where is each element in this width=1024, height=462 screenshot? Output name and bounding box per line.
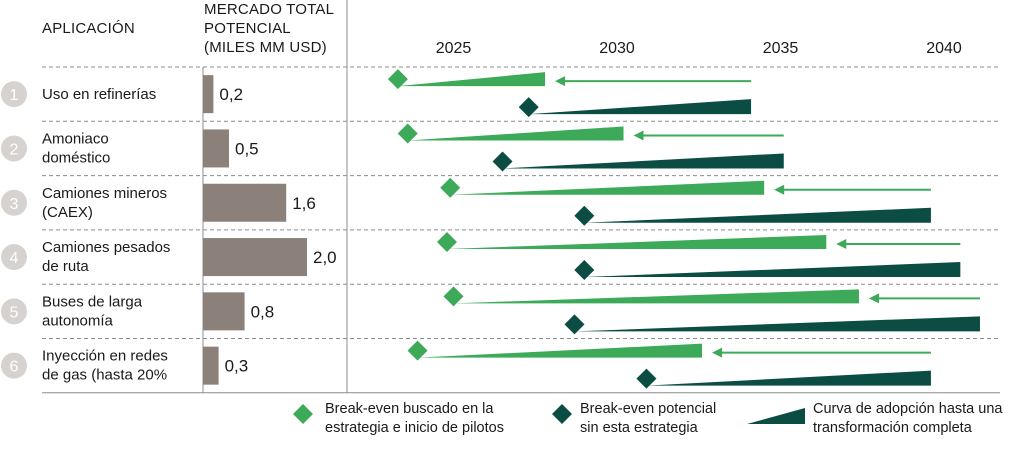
market-bar	[203, 292, 245, 331]
potential-breakeven-diamond	[564, 314, 585, 335]
legend: Break-even buscado en la estrategia e in…	[293, 401, 1003, 436]
target-breakeven-diamond	[440, 177, 461, 198]
row-number: 3	[10, 196, 19, 213]
row-5: 5 Buses de larga autonomía 0,8	[1, 286, 1000, 339]
row-label-line: Camiones mineros	[42, 185, 167, 202]
legend-text-green-line-1: Break-even buscado en la	[325, 401, 494, 417]
year-tick-2030: 2030	[599, 40, 635, 57]
potential-breakeven-diamond	[574, 260, 595, 281]
row-number-circle	[1, 298, 27, 325]
row-number-circle	[1, 135, 27, 162]
potential-breakeven-diamond	[636, 368, 657, 389]
market-value-label: 0,8	[251, 302, 275, 321]
market-bar	[203, 129, 229, 168]
market-bar	[203, 346, 219, 385]
legend-item-dark-breakeven: Break-even potencial sin esta estrategia	[552, 401, 716, 436]
row-label-line: Uso en refinerías	[42, 86, 156, 103]
target-breakeven-diamond	[387, 69, 408, 90]
row-number-circle	[1, 352, 27, 379]
potential-breakeven-diamond	[518, 97, 539, 118]
row-label-line: doméstico	[42, 149, 110, 166]
market-value-label: 2,0	[313, 248, 337, 267]
acceleration-arrow-head-icon	[712, 347, 723, 358]
market-bar	[203, 238, 307, 277]
legend-text-dark-line-1: Break-even potencial	[580, 401, 716, 417]
row-number-circle	[1, 189, 27, 216]
adoption-curve-wedge	[584, 262, 961, 278]
market-bar	[203, 183, 287, 222]
adoption-curve-wedge	[646, 370, 931, 386]
market-header-line-2: POTENCIAL	[204, 20, 291, 37]
legend-text-dark-line-2: sin esta estrategia	[580, 420, 699, 436]
row-number: 4	[10, 250, 19, 267]
potential-breakeven-diamond	[492, 151, 513, 172]
year-tick-2025: 2025	[436, 40, 472, 57]
market-header-line-3: (MILES MM USD)	[204, 39, 327, 56]
row-number: 2	[10, 141, 19, 158]
legend-dark-green-diamond-icon	[552, 404, 572, 424]
legend-text-green-line-2: estrategia e inicio de pilotos	[325, 420, 504, 436]
pilot-adoption-wedge	[417, 343, 703, 358]
year-axis: 2025 2030 2035 2040	[436, 40, 962, 57]
pilot-adoption-wedge	[407, 126, 624, 141]
row-number-circle	[1, 244, 27, 271]
legend-light-green-diamond-icon	[293, 404, 313, 424]
legend-text-curve-line-2: transformación completa	[813, 420, 973, 436]
row-label-line: de gas (hasta 20%	[42, 367, 167, 384]
target-breakeven-diamond	[397, 123, 418, 144]
application-header: APLICACIÓN	[42, 20, 135, 37]
adoption-curve-wedge	[502, 153, 784, 169]
legend-text-curve-line-1: Curva de adopción hasta una	[813, 401, 1003, 417]
legend-adoption-wedge-icon	[747, 408, 805, 424]
year-tick-2035: 2035	[763, 40, 799, 57]
acceleration-arrow-head-icon	[836, 239, 847, 250]
year-tick-2040: 2040	[926, 40, 962, 57]
row-label-line: autonomía	[42, 312, 114, 329]
market-value-label: 0,3	[225, 357, 249, 376]
row-number: 6	[10, 359, 19, 376]
row-label-line: (CAEX)	[42, 204, 93, 221]
row-2: 2 Amoniaco doméstico 0,5	[1, 123, 1000, 177]
row-label-line: Buses de larga	[42, 293, 143, 310]
pilot-adoption-wedge	[446, 235, 827, 250]
row-label-line: Camiones pesados	[42, 239, 170, 256]
row-number: 5	[10, 304, 19, 321]
application-rows: 1 Uso en refinerías 0,2 2 Amoniaco doméstico 0…	[1, 66, 1000, 394]
pilot-adoption-wedge	[397, 72, 546, 87]
row-label-line: Inyección en redes	[42, 348, 168, 365]
row-6: 6 Inyección en redes de gas (hasta 20% 0,3	[1, 340, 1000, 394]
market-bar	[203, 75, 214, 114]
target-breakeven-diamond	[436, 232, 457, 253]
adoption-curve-wedge	[528, 99, 752, 115]
row-3: 3 Camiones mineros (CAEX) 1,6	[1, 177, 1000, 231]
market-value-label: 0,5	[235, 139, 259, 158]
potential-breakeven-diamond	[574, 205, 595, 226]
adoption-curve-wedge	[584, 207, 931, 223]
acceleration-arrow-head-icon	[633, 130, 644, 141]
row-number: 1	[10, 87, 19, 104]
market-header-line-1: MERCADO TOTAL	[204, 1, 334, 18]
pilot-adoption-wedge	[453, 289, 859, 304]
market-value-label: 0,2	[219, 85, 243, 104]
adoption-curve-wedge	[574, 316, 980, 332]
pilot-adoption-wedge	[450, 180, 765, 195]
acceleration-arrow-head-icon	[774, 184, 785, 195]
market-value-label: 1,6	[292, 194, 316, 213]
target-breakeven-diamond	[407, 340, 428, 361]
acceleration-arrow-head-icon	[868, 293, 879, 304]
row-number-circle	[1, 81, 27, 108]
row-4: 4 Camiones pesados de ruta 2,0	[1, 232, 1000, 285]
acceleration-arrow-head-icon	[555, 76, 566, 87]
row-label-line: Amoniaco	[42, 130, 109, 147]
row-label-line: de ruta	[42, 258, 89, 275]
legend-item-green-breakeven: Break-even buscado en la estrategia e in…	[293, 401, 504, 436]
legend-item-adoption-curve: Curva de adopción hasta una transformaci…	[747, 401, 1003, 436]
row-1: 1 Uso en refinerías 0,2	[1, 69, 1000, 122]
target-breakeven-diamond	[443, 286, 464, 307]
